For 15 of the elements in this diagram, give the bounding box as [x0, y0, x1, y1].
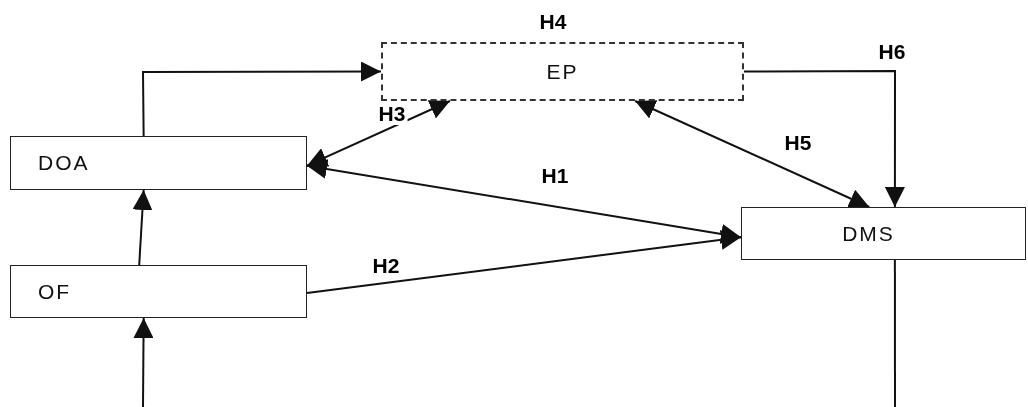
arrow [306, 159, 742, 244]
node-label: OF [38, 279, 72, 304]
arrow [132, 189, 153, 266]
process-box [10, 136, 307, 190]
arrow [306, 229, 742, 295]
process-box [381, 42, 744, 101]
node-label: DMS [842, 221, 895, 246]
arrow [142, 61, 382, 137]
arrow [743, 70, 905, 208]
process-box [741, 207, 1026, 260]
arrow [306, 100, 451, 167]
arrow [133, 317, 154, 407]
node-label: DOA [38, 151, 90, 175]
process-box [10, 265, 307, 318]
node-label: EP [546, 59, 579, 84]
